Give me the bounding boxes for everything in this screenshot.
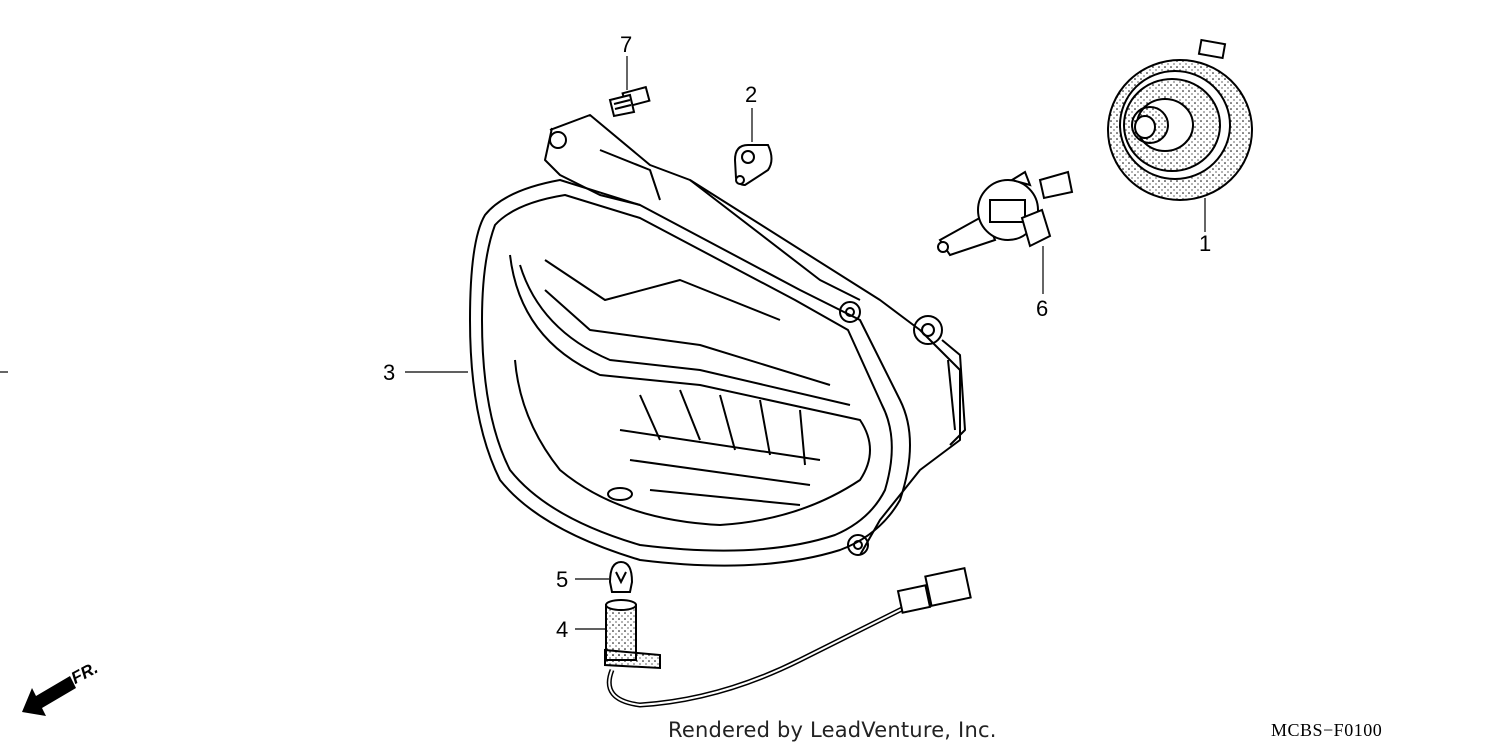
front-direction-arrow-icon xyxy=(22,676,76,716)
callout-4: 4 xyxy=(556,617,569,642)
callout-5: 5 xyxy=(556,567,569,592)
headlight-unit-part-3[interactable] xyxy=(469,114,966,567)
watermark-text: Rendered by LeadVenture, Inc. xyxy=(668,718,997,742)
screw-part-7[interactable] xyxy=(608,85,651,118)
callout-6: 6 xyxy=(1036,296,1049,321)
position-bulb-part-5[interactable] xyxy=(608,560,634,593)
leader-lines xyxy=(0,56,1206,630)
callout-2: 2 xyxy=(745,82,758,107)
socket-harness-part-4[interactable] xyxy=(604,566,972,708)
diagram-code: MCBS−F0100 xyxy=(1271,720,1383,740)
dust-cover-part-1[interactable] xyxy=(1107,38,1253,201)
callout-1: 1 xyxy=(1199,231,1212,256)
setting-plate-part-2[interactable] xyxy=(733,144,773,187)
callout-7: 7 xyxy=(620,32,633,57)
callout-3: 3 xyxy=(383,360,396,385)
headlight-bulb-part-6[interactable] xyxy=(937,170,1074,257)
